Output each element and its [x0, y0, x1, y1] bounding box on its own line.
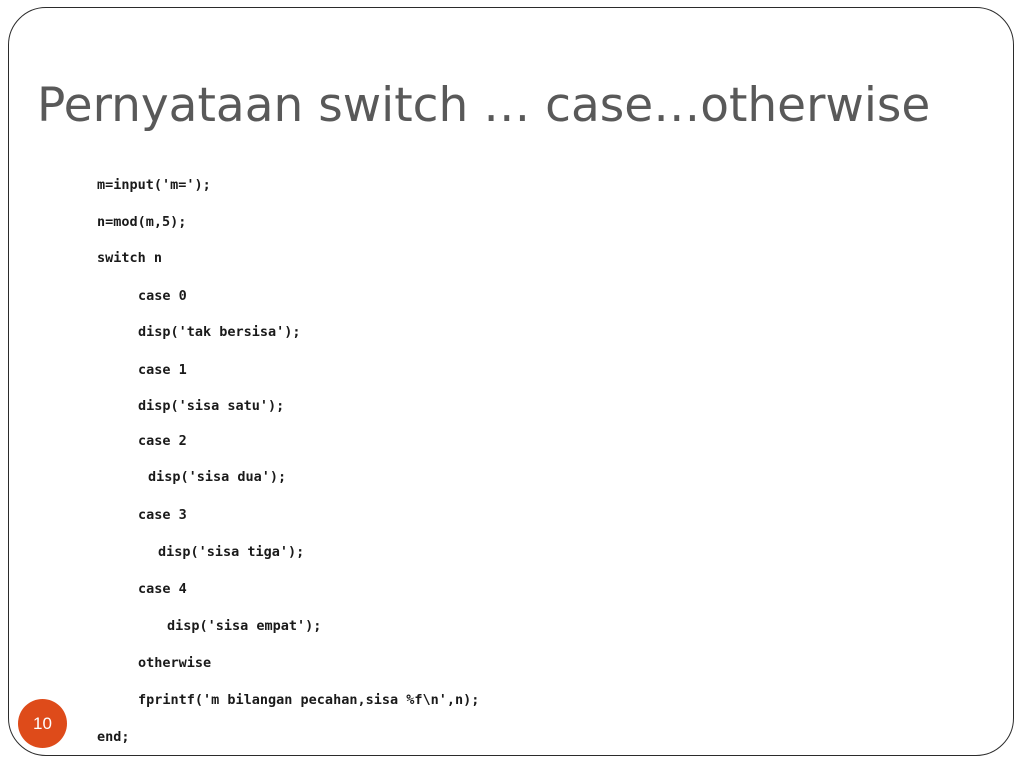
code-line-6: case 1: [138, 362, 187, 378]
code-line-4: case 0: [138, 288, 187, 304]
code-line-10: case 3: [138, 507, 187, 523]
code-line-5: disp('tak bersisa');: [138, 324, 301, 340]
code-line-7: disp('sisa satu');: [138, 398, 285, 414]
code-line-16: end;: [97, 729, 130, 745]
code-line-2: n=mod(m,5);: [97, 214, 187, 230]
page-number-badge: 10: [18, 699, 67, 748]
code-line-14: otherwise: [138, 655, 212, 671]
code-line-3: switch n: [97, 250, 163, 266]
code-line-12: case 4: [138, 581, 187, 597]
code-line-13: disp('sisa empat');: [167, 618, 322, 634]
code-line-9: disp('sisa dua');: [148, 469, 287, 485]
slide-title: Pernyataan switch … case…otherwise: [37, 78, 931, 133]
code-line-1: m=input('m=');: [97, 177, 211, 193]
code-line-15: fprintf('m bilangan pecahan,sisa %f\n',n…: [138, 692, 480, 708]
code-line-8: case 2: [138, 433, 187, 449]
code-line-11: disp('sisa tiga');: [158, 544, 305, 560]
slide-frame: [8, 7, 1014, 756]
